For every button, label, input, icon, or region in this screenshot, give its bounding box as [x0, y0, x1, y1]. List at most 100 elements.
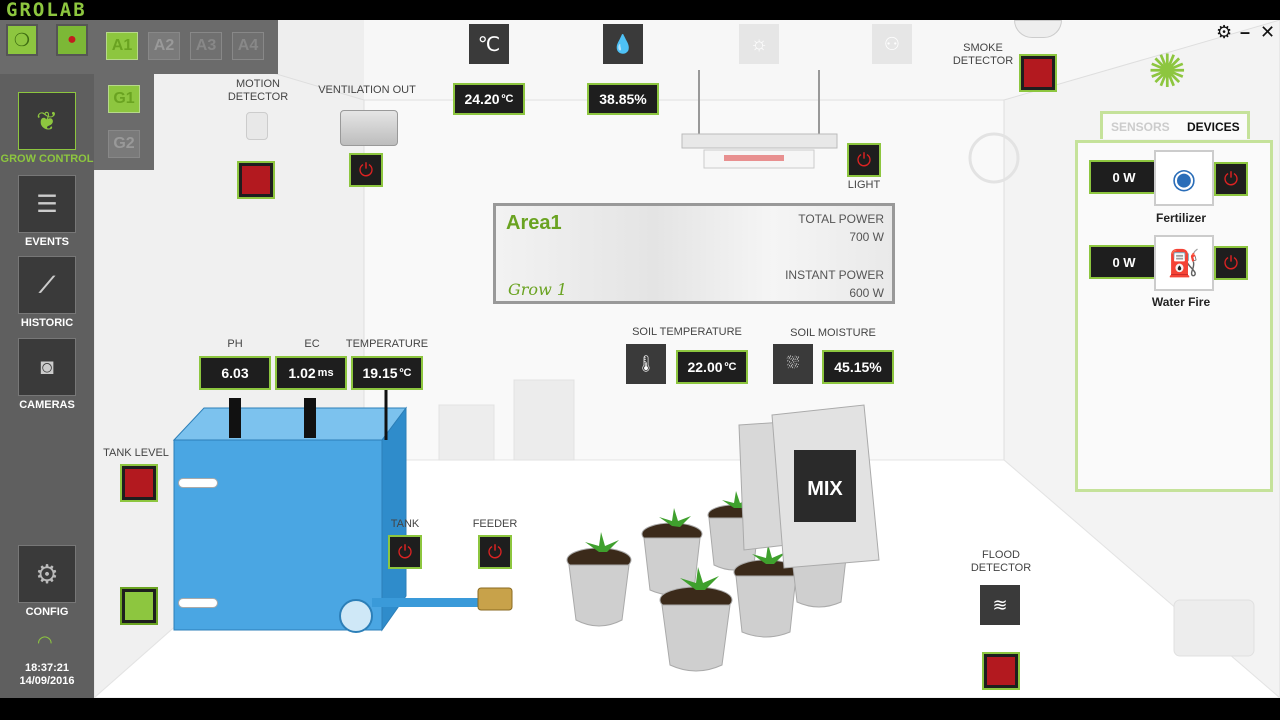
area-summary-card[interactable]: Area1 Grow 1 TOTAL POWER 700 W INSTANT P…	[493, 203, 895, 304]
tank-pump-label: TANK	[390, 518, 420, 530]
light-label: LIGHT	[847, 179, 881, 191]
power-icon: ⏻	[1223, 168, 1239, 189]
nav-events[interactable]: ☰ EVENTS	[0, 175, 94, 248]
clock: 18:37:21 14/09/2016	[0, 662, 94, 688]
air-temperature-value: 24.20	[464, 91, 500, 107]
power-icon: ⏻	[358, 159, 374, 180]
plant-icon: ❦	[18, 92, 76, 150]
close-icon[interactable]: ✕	[1260, 22, 1276, 42]
power-icon: ⏻	[487, 541, 503, 562]
soil-temperature-label: SOIL TEMPERATURE	[632, 326, 742, 338]
ventilation-label: VENTILATION OUT	[318, 84, 416, 96]
feeder-power-button[interactable]: ⏻	[478, 535, 512, 569]
bug-button[interactable]: ●	[56, 24, 88, 56]
tank-level-label: TANK LEVEL	[103, 447, 169, 459]
leaf-toggle-button[interactable]: ❍	[6, 24, 38, 56]
sun-icon: ☼	[739, 24, 779, 64]
power-icon: ⏻	[856, 149, 872, 170]
level-float-top	[178, 478, 218, 488]
events-list-icon: ☰	[18, 175, 76, 233]
feeder-label: FEEDER	[472, 518, 518, 530]
power-icon: ⏻	[397, 541, 413, 562]
network-icon: ⚇	[872, 24, 912, 64]
bag-label: MIX	[807, 478, 843, 500]
power-icon: ⏻	[1223, 252, 1239, 273]
total-power-label: TOTAL POWER	[798, 212, 884, 226]
flood-detector-status[interactable]	[982, 652, 1020, 690]
ec-unit: ms	[317, 367, 334, 379]
fertilizer-power-button[interactable]: ⏻	[1214, 162, 1248, 196]
ph-display: 6.03	[199, 356, 271, 390]
nav-historic[interactable]: ⟋ HISTORIC	[0, 256, 94, 329]
ec-label: EC	[304, 338, 320, 350]
nav-config[interactable]: ⚙ CONFIG	[0, 545, 94, 618]
wifi-icon: ◠	[37, 632, 53, 652]
nav-grow-control-label: GROW CONTROL	[0, 153, 94, 165]
instant-power-value: 600 W	[849, 286, 884, 300]
air-temperature-unit: ºC	[501, 93, 514, 105]
motion-sensor-image	[246, 112, 268, 140]
motion-detector-label: MOTION DETECTOR	[227, 78, 289, 103]
nav-config-label: CONFIG	[25, 606, 69, 618]
chart-icon: ⟋	[18, 256, 76, 314]
ladybug-icon: ●	[67, 31, 77, 48]
minimize-icon[interactable]: –	[1240, 22, 1251, 42]
clock-time: 18:37:21	[24, 662, 70, 674]
light-power-button[interactable]: ⏻	[847, 143, 881, 177]
title-bar: GROLAB	[0, 0, 1280, 20]
tab-grow-1[interactable]: G1	[108, 85, 140, 113]
humidity-display: 38.85%	[587, 83, 659, 115]
bottom-bar	[0, 698, 1280, 720]
smoke-detector-status[interactable]	[1019, 54, 1057, 92]
devices-panel-tabs: SENSORS DEVICES	[1100, 111, 1250, 139]
tank-temperature-value: 19.15	[362, 365, 398, 381]
tank-pump-power-button[interactable]: ⏻	[388, 535, 422, 569]
pump-icon: ◉	[1154, 150, 1214, 206]
tank-temperature-label: TEMPERATURE	[345, 338, 429, 350]
smoke-detector-label: SMOKE DETECTOR	[952, 42, 1014, 67]
settings-icon[interactable]: ⚙	[1216, 22, 1233, 42]
water-fire-power-button[interactable]: ⏻	[1214, 246, 1248, 280]
nav-events-label: EVENTS	[24, 236, 69, 248]
camera-icon: ◙	[18, 338, 76, 396]
nav-grow-control[interactable]: ❦ GROW CONTROL	[0, 92, 94, 165]
area-selector-panel	[0, 20, 278, 74]
soil-moisture-icon: ⛆	[773, 344, 813, 384]
tab-area-4[interactable]: A4	[232, 32, 264, 60]
tank-level-high-status[interactable]	[120, 464, 158, 502]
tab-area-1[interactable]: A1	[106, 32, 138, 60]
thermometer-icon: ℃	[469, 24, 509, 64]
water-fire-power-display: 0 W	[1089, 245, 1159, 279]
tab-devices[interactable]: DEVICES	[1187, 120, 1240, 134]
soil-thermometer-icon: 🌡	[626, 344, 666, 384]
ec-value: 1.02	[288, 365, 316, 381]
clock-date: 14/09/2016	[19, 675, 75, 687]
motion-detector-status[interactable]	[237, 161, 275, 199]
soil-moisture-display: 45.15%	[822, 350, 894, 384]
soil-temperature-unit: ºC	[724, 361, 737, 373]
humidity-icon: 💧	[603, 24, 643, 64]
flood-icon: ≋	[980, 585, 1020, 625]
soil-moisture-label: SOIL MOISTURE	[790, 327, 876, 339]
total-power-value: 700 W	[849, 230, 884, 244]
water-fire-name: Water Fire	[1151, 295, 1211, 309]
flood-detector-label: FLOOD DETECTOR	[970, 549, 1032, 574]
area-name: Area1	[506, 212, 562, 234]
tab-area-3[interactable]: A3	[190, 32, 222, 60]
nav-cameras[interactable]: ◙ CAMERAS	[0, 338, 94, 411]
tab-grow-2[interactable]: G2	[108, 130, 140, 158]
nav-historic-label: HISTORIC	[20, 317, 74, 329]
ventilation-fan-image	[340, 110, 398, 146]
valve-icon: ⛽	[1154, 235, 1214, 291]
fertilizer-power-display: 0 W	[1089, 160, 1159, 194]
tab-sensors[interactable]: SENSORS	[1111, 120, 1170, 134]
brand-sun-icon: ✺	[1148, 45, 1187, 97]
nav-cameras-label: CAMERAS	[19, 399, 75, 411]
tab-area-2[interactable]: A2	[148, 32, 180, 60]
tank-level-low-status[interactable]	[120, 587, 158, 625]
level-float-bottom	[178, 598, 218, 608]
app-logo: GROLAB	[6, 0, 87, 21]
ventilation-power-button[interactable]: ⏻	[349, 153, 383, 187]
